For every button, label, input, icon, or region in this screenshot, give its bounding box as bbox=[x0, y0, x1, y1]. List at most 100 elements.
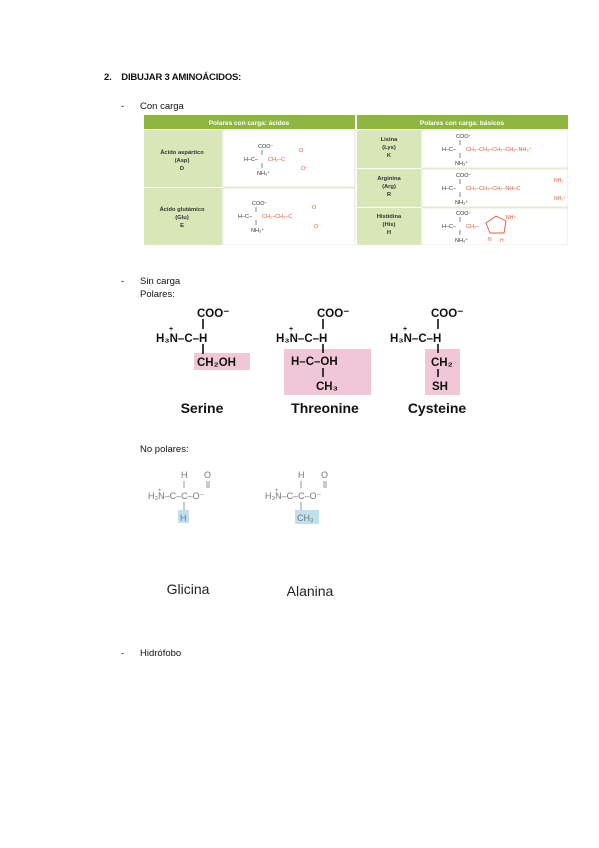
svg-text:COO⁻: COO⁻ bbox=[456, 211, 472, 217]
svg-text:+: + bbox=[403, 326, 407, 333]
acid-header: Polares con carga: ácidos bbox=[209, 120, 290, 127]
svg-text:H₃N–C–H: H₃N–C–H bbox=[390, 333, 441, 345]
svg-text:COO⁻: COO⁻ bbox=[197, 308, 229, 320]
svg-text:COO⁻: COO⁻ bbox=[317, 308, 349, 320]
svg-text:COO⁻: COO⁻ bbox=[258, 144, 274, 150]
svg-text:NH₃⁺: NH₃⁺ bbox=[455, 199, 468, 206]
svg-text:SH: SH bbox=[432, 381, 448, 393]
svg-text:COO⁻: COO⁻ bbox=[456, 173, 472, 179]
svg-text:H–C–: H–C– bbox=[442, 147, 457, 153]
svg-text:CH₃: CH₃ bbox=[297, 513, 314, 523]
alanine-structure: H O H₃N–C–C–O⁻ + CH₃ bbox=[265, 470, 328, 524]
basic-header: Polares con carga: básicos bbox=[420, 120, 505, 127]
bullet-dash: - bbox=[121, 648, 125, 659]
svg-text:CH₂–CH₂–CH₂–CH₂–NH₃⁺: CH₂–CH₂–CH₂–CH₂–NH₃⁺ bbox=[466, 146, 532, 153]
svg-text:H–C–: H–C– bbox=[442, 186, 457, 192]
svg-text:COO⁻: COO⁻ bbox=[431, 308, 463, 320]
svg-text:H: H bbox=[181, 470, 188, 480]
basic-letter-0: K bbox=[387, 153, 392, 159]
section-number: 2. bbox=[104, 72, 112, 83]
label-nonpolar: No polares: bbox=[140, 444, 189, 455]
histidine-structure: COO⁻ H–C– CH₂– NH⁺ N H NH₃⁺ bbox=[442, 211, 516, 244]
acid-abbr-1: (Glu) bbox=[175, 215, 189, 221]
svg-text:H₃N–C–H: H₃N–C–H bbox=[156, 333, 207, 345]
svg-text:+: + bbox=[275, 488, 279, 494]
acid-abbr-0: (Asp) bbox=[175, 158, 190, 164]
basic-letter-1: R bbox=[387, 192, 392, 198]
svg-text:H–C–: H–C– bbox=[238, 214, 253, 220]
svg-text:CH₂OH: CH₂OH bbox=[197, 357, 236, 369]
charged-amino-acids-table: Polares con carga: ácidos Polares con ca… bbox=[144, 115, 568, 245]
polar-amino-acids-figure: COO⁻ H₃N–C–H + CH₂OH COO⁻ H₃N–C–H + H–C–… bbox=[156, 308, 467, 416]
nonpolar-amino-acids-figure: H O H₃N–C–C–O⁻ + H H O H₃N–C–C–O⁻ + CH₃ … bbox=[148, 470, 334, 599]
svg-text:CH₂: CH₂ bbox=[431, 357, 453, 369]
svg-text:H–C–: H–C– bbox=[244, 157, 259, 163]
svg-text:H₃N–C–C–O⁻: H₃N–C–C–O⁻ bbox=[265, 491, 322, 501]
svg-text:H–C–OH: H–C–OH bbox=[291, 356, 338, 368]
cysteine-structure: COO⁻ H₃N–C–H + CH₂ SH bbox=[390, 308, 463, 395]
section-heading: 2. DIBUJAR 3 AMINOÁCIDOS: bbox=[104, 72, 241, 83]
basic-name-2: Histidina bbox=[377, 214, 402, 220]
threonine-label: Threonine bbox=[291, 400, 359, 416]
section-title: DIBUJAR 3 AMINOÁCIDOS: bbox=[121, 72, 242, 83]
svg-text:O: O bbox=[312, 205, 317, 211]
svg-text:NH₃⁺: NH₃⁺ bbox=[455, 160, 468, 167]
svg-text:H₃N–C–C–O⁻: H₃N–C–C–O⁻ bbox=[148, 491, 205, 501]
acid-letter-1: E bbox=[180, 223, 184, 229]
svg-text:O: O bbox=[299, 148, 304, 154]
basic-name-1: Arginina bbox=[377, 176, 401, 182]
svg-text:H: H bbox=[180, 513, 187, 523]
svg-text:CH₂–CH₂–C: CH₂–CH₂–C bbox=[262, 214, 292, 220]
svg-text:NH₂: NH₂ bbox=[554, 178, 563, 184]
svg-text:O: O bbox=[204, 470, 211, 480]
bullet-dash: - bbox=[121, 276, 125, 287]
svg-text:NH₃⁺: NH₃⁺ bbox=[251, 227, 264, 234]
basic-name-0: Lisina bbox=[381, 137, 399, 143]
svg-text:O: O bbox=[321, 470, 328, 480]
aspartate-structure: COO⁻ H–C– CH₂–C O O⁻ NH₃⁺ bbox=[244, 144, 308, 177]
svg-text:CH₂–C: CH₂–C bbox=[268, 157, 285, 163]
svg-text:COO⁻: COO⁻ bbox=[252, 201, 268, 207]
label-polar: Polares: bbox=[140, 289, 175, 300]
acid-header-bg bbox=[144, 115, 355, 129]
basic-abbr-1: (Arg) bbox=[382, 184, 396, 190]
svg-text:CH₂–: CH₂– bbox=[466, 224, 480, 230]
basic-header-bg bbox=[357, 115, 568, 129]
bullet-uncharged: Sin carga bbox=[140, 276, 181, 287]
acid-letter-0: D bbox=[180, 166, 184, 172]
threonine-structure: COO⁻ H₃N–C–H + H–C–OH CH₃ bbox=[276, 308, 371, 395]
alanine-label: Alanina bbox=[287, 583, 334, 599]
svg-text:+: + bbox=[169, 326, 173, 333]
arginine-structure: COO⁻ H–C– CH₂–CH₂–CH₂–NH–C NH₂ NH₂⁺ NH₃⁺ bbox=[442, 173, 566, 206]
svg-text:+: + bbox=[158, 488, 162, 494]
glutamate-structure: COO⁻ H–C– CH₂–CH₂–C O O⁻ NH₃⁺ bbox=[238, 201, 321, 234]
basic-abbr-0: (Lys) bbox=[382, 145, 396, 151]
svg-text:N: N bbox=[488, 237, 492, 243]
svg-text:NH₃⁺: NH₃⁺ bbox=[455, 237, 468, 244]
svg-text:CH₂–CH₂–CH₂–NH–C: CH₂–CH₂–CH₂–NH–C bbox=[466, 186, 520, 192]
acid-name-1: Ácido glutámico bbox=[159, 206, 205, 213]
glycine-structure: H O H₃N–C–C–O⁻ + H bbox=[148, 470, 211, 523]
bullet-hydrophobic: Hidrófobo bbox=[140, 648, 182, 659]
glycine-label: Glicina bbox=[167, 581, 210, 597]
svg-text:NH₃⁺: NH₃⁺ bbox=[257, 170, 270, 177]
bullet-dash: - bbox=[121, 101, 125, 112]
basic-abbr-2: (His) bbox=[383, 222, 396, 228]
svg-text:NH⁺: NH⁺ bbox=[506, 215, 516, 221]
serine-structure: COO⁻ H₃N–C–H + CH₂OH bbox=[156, 308, 250, 370]
bullet-charged: Con carga bbox=[140, 101, 184, 112]
cysteine-label: Cysteine bbox=[408, 400, 467, 416]
svg-text:H: H bbox=[298, 470, 305, 480]
svg-text:O⁻: O⁻ bbox=[314, 224, 321, 230]
svg-text:+: + bbox=[289, 326, 293, 333]
svg-text:O⁻: O⁻ bbox=[301, 166, 308, 172]
acid-name-0: Ácido aspártico bbox=[160, 149, 204, 156]
svg-text:CH₃: CH₃ bbox=[316, 381, 338, 393]
svg-text:H₃N–C–H: H₃N–C–H bbox=[276, 333, 327, 345]
svg-text:H: H bbox=[500, 238, 504, 244]
svg-text:H–C–: H–C– bbox=[442, 224, 457, 230]
lysine-structure: COO⁻ H–C– CH₂–CH₂–CH₂–CH₂–NH₃⁺ NH₃⁺ bbox=[442, 134, 532, 167]
serine-label: Serine bbox=[181, 400, 224, 416]
svg-text:NH₂⁺: NH₂⁺ bbox=[554, 196, 566, 202]
svg-text:COO⁻: COO⁻ bbox=[456, 134, 472, 140]
